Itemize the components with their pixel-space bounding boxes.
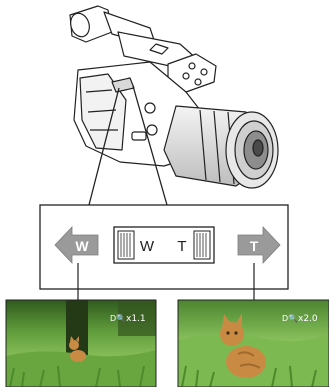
zoom-magnifier-icon: D🔍	[110, 313, 126, 323]
camcorder-illustration	[68, 6, 278, 188]
zoom-readout-wide: D🔍 x1.1	[110, 313, 146, 324]
zoom-value-wide: x1.1	[126, 314, 146, 324]
zoom-readout-tele: D🔍 x2.0	[282, 313, 318, 324]
lever-tele-label: T	[177, 238, 186, 255]
lever-wide-label: W	[140, 238, 155, 255]
arrow-wide-label: W	[75, 238, 89, 254]
zoom-value-tele: x2.0	[298, 314, 318, 324]
zoom-magnifier-icon: D🔍	[282, 313, 298, 323]
zoom-lever: W T	[114, 227, 214, 263]
arrow-tele-label: T	[250, 238, 259, 254]
